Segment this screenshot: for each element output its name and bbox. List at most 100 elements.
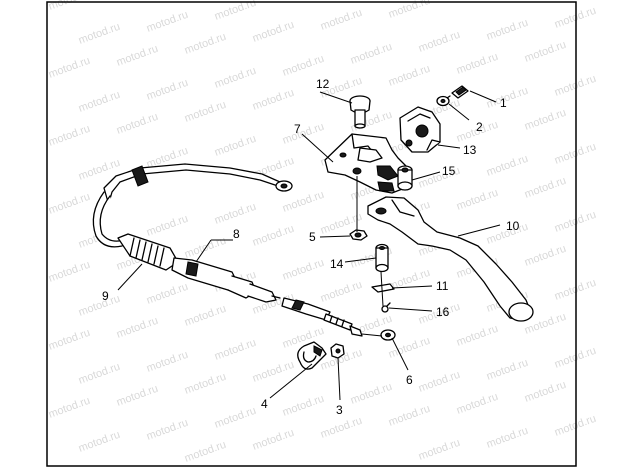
label-1: 1 xyxy=(500,96,507,110)
part-2-washer xyxy=(436,95,450,107)
watermark-text: motod.ru xyxy=(77,293,122,319)
watermark-text: motod.ru xyxy=(485,357,530,383)
watermark-text: motod.ru xyxy=(213,133,258,159)
label-15: 15 xyxy=(442,164,456,178)
callout-labels: 12 1 2 13 7 15 10 5 14 11 16 6 3 4 8 9 xyxy=(102,77,520,417)
part-6-washer xyxy=(380,329,396,341)
watermark-text: motod.ru xyxy=(47,259,92,285)
watermark-text: motod.ru xyxy=(417,437,462,463)
watermark-text: motod.ru xyxy=(387,63,432,89)
watermark-text: motod.ru xyxy=(455,51,500,77)
watermark-text: motod.ru xyxy=(145,9,190,35)
watermark-text: motod.ru xyxy=(455,323,500,349)
watermark-text: motod.ru xyxy=(183,303,228,329)
part-4-cable-clamp xyxy=(297,341,327,370)
watermark-text: motod.ru xyxy=(319,415,364,441)
label-16: 16 xyxy=(436,305,450,319)
watermark-text: motod.ru xyxy=(523,107,568,133)
part-9-clutch-cable xyxy=(92,163,293,271)
watermark-text: motod.ru xyxy=(145,417,190,443)
watermark-text: motod.ru xyxy=(47,55,92,81)
label-2: 2 xyxy=(476,120,483,134)
label-9: 9 xyxy=(102,289,109,303)
label-13: 13 xyxy=(463,143,477,157)
part-8-cable-adjuster xyxy=(171,257,281,303)
watermark-text: motod.ru xyxy=(349,41,394,67)
watermark-text: motod.ru xyxy=(281,393,326,419)
watermark-text: motod.ru xyxy=(281,53,326,79)
watermark-text: motod.ru xyxy=(213,201,258,227)
watermark-text: motod.ru xyxy=(145,77,190,103)
watermark-text: motod.ru xyxy=(485,17,530,43)
part-1-bolt xyxy=(443,85,469,101)
part-10-lever xyxy=(367,196,534,322)
watermark-text: motod.ru xyxy=(417,29,462,55)
watermark-text: motod.ru xyxy=(251,359,296,385)
watermark-text: motod.ru xyxy=(115,111,160,137)
watermark-text: motod.ru xyxy=(77,89,122,115)
watermark-text: motod.ru xyxy=(455,391,500,417)
watermark-text: motod.ru xyxy=(77,21,122,47)
watermark-text: motod.ru xyxy=(281,189,326,215)
watermark-text: motod.ru xyxy=(183,371,228,397)
watermark-text: motod.ru xyxy=(183,439,228,465)
part-5-nut xyxy=(349,229,368,241)
watermark-text: motod.ru xyxy=(47,123,92,149)
watermark-text: motod.ru xyxy=(319,7,364,33)
watermark-text: motod.ru xyxy=(281,121,326,147)
watermark-text: motod.ru xyxy=(213,0,258,23)
watermark-text: motod.ru xyxy=(115,315,160,341)
part-3-nut xyxy=(330,343,345,359)
watermark-text: motod.ru xyxy=(183,31,228,57)
watermark-text: motod.ru xyxy=(387,0,432,21)
part-15-collar xyxy=(397,165,413,191)
label-10: 10 xyxy=(506,219,520,233)
watermark-text: motod.ru xyxy=(319,279,364,305)
watermark-text: motod.ru xyxy=(213,65,258,91)
watermark-text: motod.ru xyxy=(387,403,432,429)
fitting-threads xyxy=(329,315,345,327)
part-13-bracket-cap xyxy=(399,106,441,153)
watermark-text: motod.ru xyxy=(417,369,462,395)
label-14: 14 xyxy=(330,257,344,271)
watermark-text: motod.ru xyxy=(523,175,568,201)
pivot-axis-lower xyxy=(380,271,384,307)
watermark-text: motod.ru xyxy=(281,257,326,283)
label-5: 5 xyxy=(309,230,316,244)
label-4: 4 xyxy=(261,397,268,411)
label-3: 3 xyxy=(336,403,343,417)
watermark-text: motod.ru xyxy=(47,191,92,217)
part-7-lever-bracket xyxy=(324,133,411,194)
part-11-clip xyxy=(371,283,395,293)
watermark-text: motod.ru xyxy=(485,425,530,451)
label-12: 12 xyxy=(316,77,330,91)
watermark-text: motod.ru xyxy=(251,427,296,453)
label-7: 7 xyxy=(294,122,301,136)
watermark-text: motod.ru xyxy=(183,99,228,125)
label-6: 6 xyxy=(406,373,413,387)
frame-border xyxy=(46,1,577,467)
watermark-text: motod.ru xyxy=(115,43,160,69)
watermark-text: motod.ru xyxy=(47,327,92,353)
cable-boot-ribs xyxy=(129,237,165,267)
part-16-screw xyxy=(381,302,391,313)
watermark-text: motod.ru xyxy=(523,243,568,269)
label-11: 11 xyxy=(436,279,449,293)
watermark-text: motod.ru xyxy=(47,395,92,421)
watermark-text: motod.ru xyxy=(251,87,296,113)
watermark-text: motod.ru xyxy=(485,85,530,111)
watermark-text: motod.ru xyxy=(145,349,190,375)
watermark-text: motod.ru xyxy=(77,361,122,387)
leader-lines xyxy=(117,90,501,401)
watermark-text: motod.ru xyxy=(213,405,258,431)
watermark-text: motod.ru xyxy=(145,281,190,307)
watermark-text: motod.ru xyxy=(213,337,258,363)
watermark-text: motod.ru xyxy=(77,429,122,455)
watermark-text: motod.ru xyxy=(251,223,296,249)
part-12-pin xyxy=(349,95,371,129)
watermark-text: motod.ru xyxy=(145,213,190,239)
watermark-text: motod.ru xyxy=(523,39,568,65)
watermark-text: motod.ru xyxy=(115,383,160,409)
part-14-pivot-bushing xyxy=(375,243,389,273)
